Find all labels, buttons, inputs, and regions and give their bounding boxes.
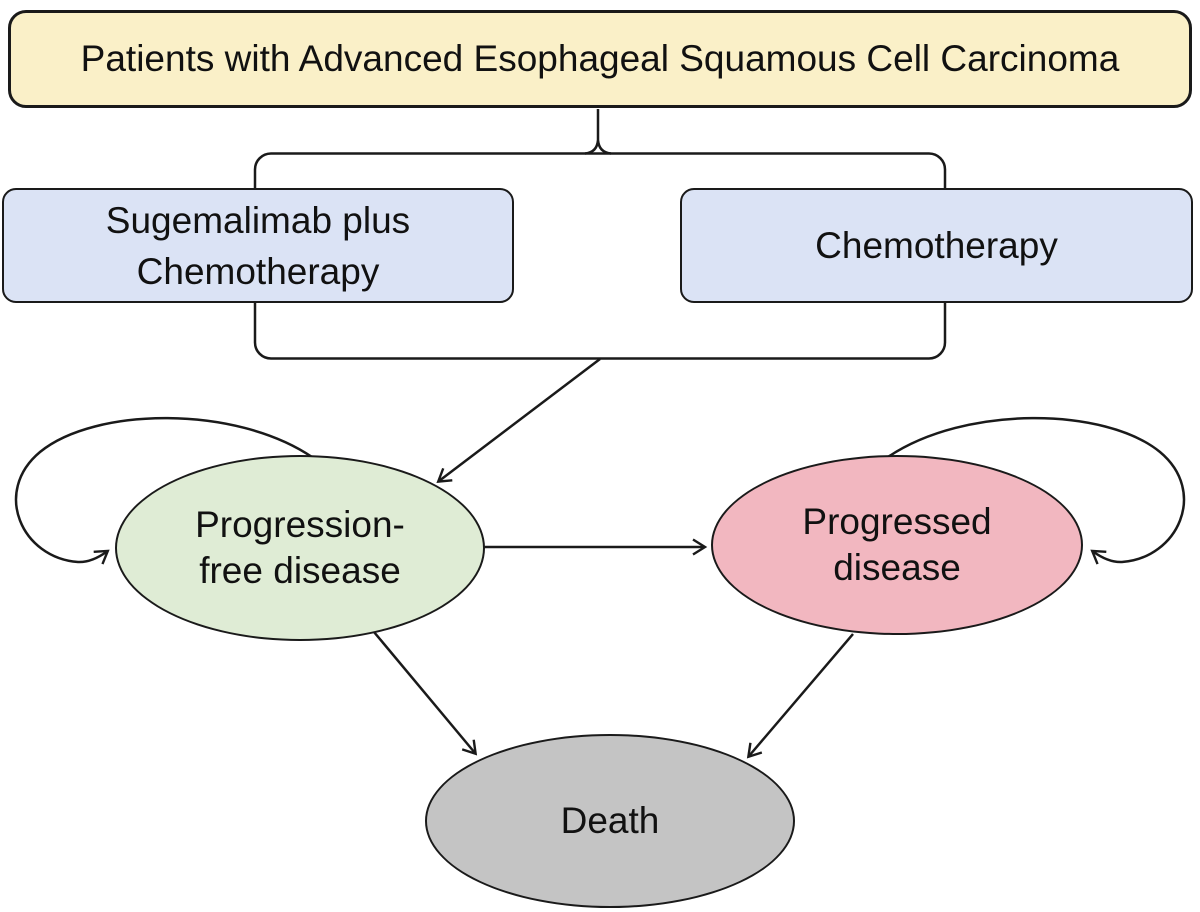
- sugemalimab-chemo-box: Sugemalimab plus Chemotherapy: [2, 188, 514, 303]
- patients-box: Patients with Advanced Esophageal Squamo…: [8, 10, 1192, 108]
- progressed-label-line1: Progressed: [802, 501, 992, 542]
- self-loop-progressed: [887, 416, 1186, 565]
- edge-patients-to-bracket: [584, 109, 612, 155]
- self-loop-progression-free: [14, 416, 313, 565]
- progressed-label-line2: disease: [833, 547, 961, 588]
- death-state: Death: [425, 734, 795, 908]
- progression-free-state: Progression- free disease: [115, 455, 485, 641]
- progression-free-label-line1: Progression-: [195, 504, 405, 545]
- edge-bracket-to-progression-free: [436, 358, 601, 483]
- death-label: Death: [560, 800, 660, 841]
- progressed-state: Progressed disease: [711, 455, 1083, 635]
- sugemalimab-chemo-label-line2: Chemotherapy: [136, 250, 380, 292]
- patients-box-label: Patients with Advanced Esophageal Squamo…: [80, 38, 1120, 79]
- edge-progressed-to-death: [746, 633, 854, 759]
- chemotherapy-box: Chemotherapy: [680, 188, 1193, 303]
- chemotherapy-label: Chemotherapy: [815, 225, 1058, 266]
- progression-free-label-line2: free disease: [199, 550, 401, 591]
- edge-progression-free-to-death: [373, 631, 478, 756]
- sugemalimab-chemo-label-line1: Sugemalimab plus: [105, 199, 411, 241]
